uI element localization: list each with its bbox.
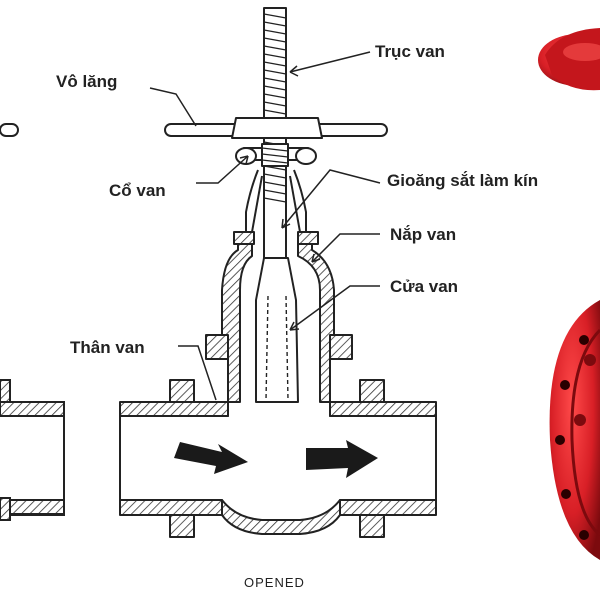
leader-lines: [149, 51, 381, 401]
caption-opened: OPENED: [244, 575, 305, 590]
label-gioang-sat-lam-kin: Gioăng sắt làm kín: [387, 171, 539, 190]
red-valve-photo: [538, 28, 600, 560]
label-co-van: Cổ van: [109, 181, 166, 200]
label-vo-lang: Vô lăng: [56, 72, 118, 91]
main-valve: [119, 7, 437, 538]
label-than-van: Thân van: [70, 338, 145, 357]
left-partial-valve: [0, 123, 65, 521]
label-nap-van: Nắp van: [390, 225, 457, 244]
label-cua-van: Cửa van: [390, 277, 459, 296]
label-truc-van: Trục van: [375, 42, 445, 61]
